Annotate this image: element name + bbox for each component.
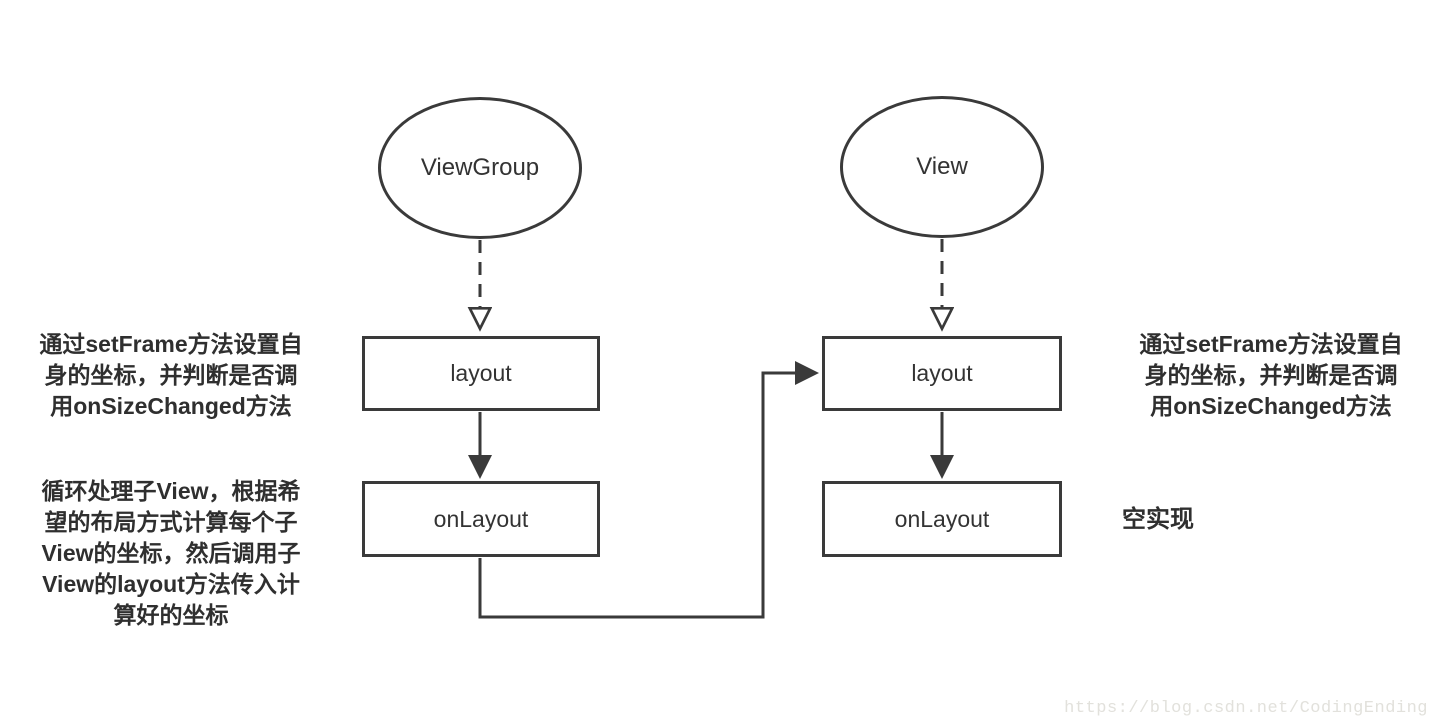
note-right-onlayout: 空实现 <box>1122 506 1194 533</box>
node-right-onlayout: onLayout <box>822 481 1062 557</box>
node-viewgroup: ViewGroup <box>378 97 582 239</box>
note-left-onlayout: 循环处理子View，根据希 望的布局方式计算每个子 View的坐标，然后调用子 … <box>41 478 301 628</box>
node-right-layout: layout <box>822 336 1062 411</box>
node-left-onlayout: onLayout <box>362 481 600 557</box>
watermark-url: https://blog.csdn.net/CodingEnding <box>1064 699 1428 718</box>
node-view: View <box>840 96 1044 238</box>
node-viewgroup-label: ViewGroup <box>420 154 540 181</box>
node-right-layout-label: layout <box>911 360 973 386</box>
note-right-layout: 通过setFrame方法设置自 身的坐标，并判断是否调 用onSizeChang… <box>1139 331 1403 419</box>
note-left-layout: 通过setFrame方法设置自 身的坐标，并判断是否调 用onSizeChang… <box>39 331 303 419</box>
node-left-layout-label: layout <box>450 360 512 386</box>
node-right-onlayout-label: onLayout <box>894 505 990 532</box>
node-view-label: View <box>916 153 968 180</box>
arrow-left-onlayout-to-right-layout <box>478 361 819 619</box>
node-left-layout: layout <box>362 336 600 411</box>
node-left-onlayout-label: onLayout <box>433 505 529 532</box>
